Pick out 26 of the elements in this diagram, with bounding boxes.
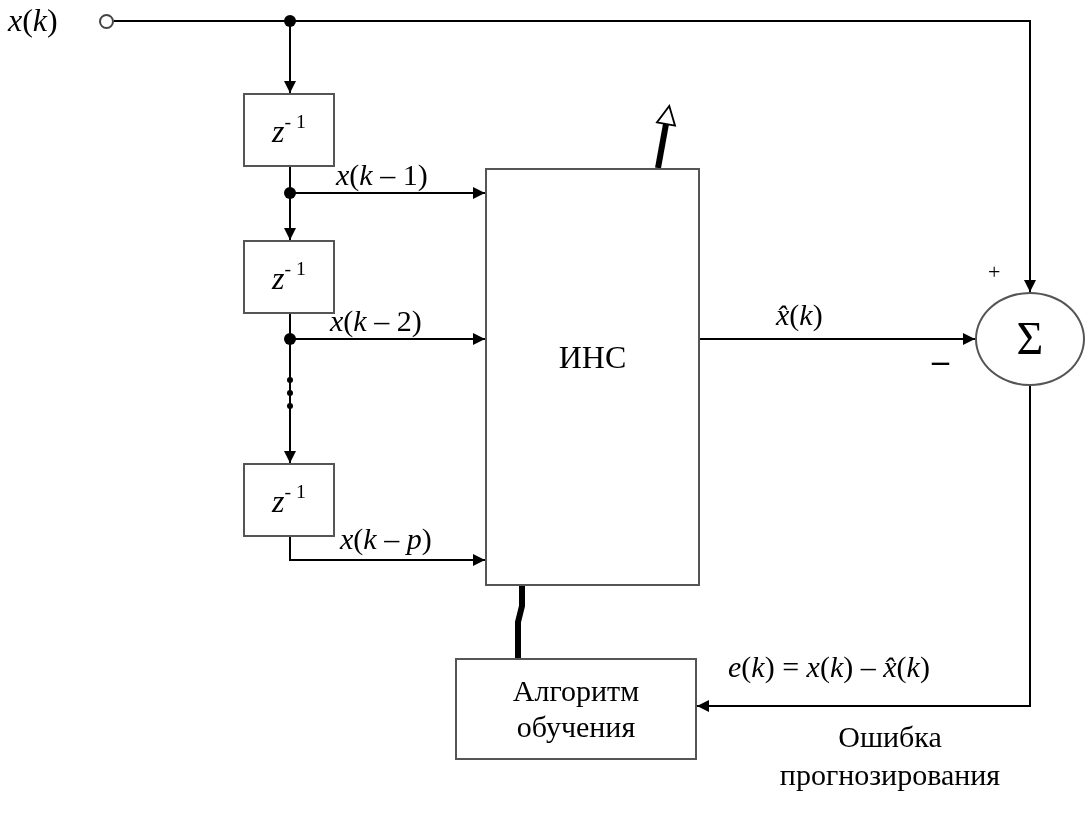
input-terminal <box>99 14 114 29</box>
edge-label: x(k – p) <box>340 521 432 557</box>
arrow <box>699 333 976 345</box>
edge-label: x̂(k) <box>776 297 823 333</box>
signal-label: x(k) <box>8 1 58 40</box>
node-label: z$^{- 1}$ <box>272 256 306 298</box>
sign-label: – <box>932 341 949 381</box>
arrow <box>696 385 1031 712</box>
node-label: z$^{- 1}$ <box>272 109 306 151</box>
process-box <box>243 463 335 537</box>
process-box <box>455 658 697 760</box>
node-label: ИНС <box>558 337 627 377</box>
edge-label: x(k – 2) <box>330 303 422 339</box>
thick-connector <box>515 586 525 658</box>
node-label: Σ <box>1016 312 1044 367</box>
annotation-text: Ошибка прогнозирования <box>778 719 1002 793</box>
sign-label: + <box>988 258 1001 286</box>
edge-label: e(k) = x(k) – x̂(k) <box>728 649 930 685</box>
arrow <box>289 536 486 566</box>
edge-label: x(k – 1) <box>336 157 428 193</box>
thick-arrow <box>655 105 676 169</box>
process-box <box>243 240 335 314</box>
process-box <box>243 93 335 167</box>
node-label: Алгоритм обучения <box>511 673 641 745</box>
node-label: z$^{- 1}$ <box>272 479 306 521</box>
process-box <box>485 168 700 586</box>
